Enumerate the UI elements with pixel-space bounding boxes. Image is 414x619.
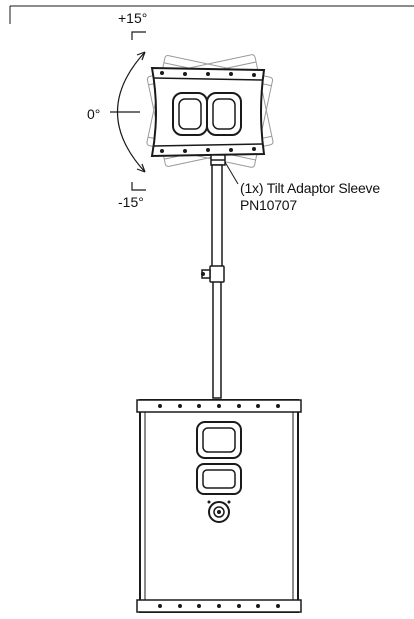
- pole-height-clamp: [201, 265, 225, 283]
- subwoofer-cabinet: [136, 399, 302, 613]
- tilt-plus-label: +15°: [118, 10, 148, 26]
- part-callout: (1x) Tilt Adaptor Sleeve PN10707: [240, 180, 380, 214]
- part-description: (1x) Tilt Adaptor Sleeve: [240, 180, 380, 196]
- top-speaker: [150, 66, 266, 158]
- tilt-minus-label: -15°: [118, 194, 144, 210]
- subwoofer-top-handle: [196, 421, 242, 459]
- frame-border: [9, 5, 414, 24]
- part-number: PN10707: [240, 197, 297, 213]
- tilt-angle-indicator: [110, 31, 146, 191]
- subwoofer-lower-handle: [196, 463, 242, 495]
- tilt-adaptor-sleeve: [210, 154, 226, 166]
- subwoofer-rigging-points: [158, 404, 280, 608]
- tilt-zero-label: 0°: [87, 106, 101, 122]
- speaker-horn: [172, 92, 242, 136]
- speaker-rigging-points: [160, 71, 256, 153]
- callout-leader-line: [224, 161, 239, 185]
- pole-mount-socket: [207, 500, 231, 523]
